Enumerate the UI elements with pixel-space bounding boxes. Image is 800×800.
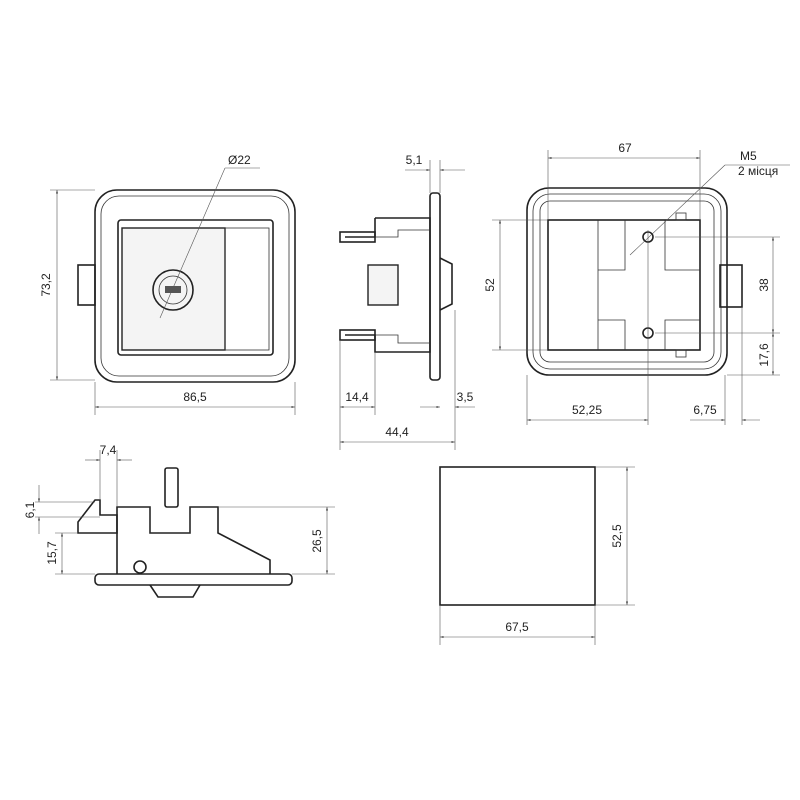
dim-pin: 14,4: [345, 390, 369, 404]
dim-right-offset: 6,75: [693, 403, 717, 417]
front-view: 73,2 86,5 Ø22: [39, 153, 296, 415]
dim-latch-offset: 15,7: [45, 541, 59, 565]
dim-hole-offset-bottom: 17,6: [757, 343, 771, 367]
dim-depth: 44,4: [385, 425, 409, 439]
dim-rear-height: 52: [483, 278, 497, 292]
dim-diameter: Ø22: [228, 153, 251, 167]
dim-rear-width: 67: [618, 141, 632, 155]
dim-body-height: 26,5: [310, 529, 324, 553]
rear-view: 67 M5 2 місця 52 38 17,6 52,25 6,75: [483, 141, 790, 425]
dim-hole-spacing: 38: [757, 278, 771, 292]
lock-cylinder-icon: [152, 269, 194, 311]
dim-latch-height: 6,1: [23, 501, 37, 518]
side-view: 5,1 14,4 3,5 44,4: [339, 153, 475, 450]
dim-front-width: 86,5: [183, 390, 207, 404]
dim-latch-width: 7,4: [100, 443, 117, 457]
dim-cutout-height: 52,5: [610, 524, 624, 548]
dim-front-height: 73,2: [39, 273, 53, 297]
dim-cutout-width: 67,5: [505, 620, 529, 634]
thread-count-label: 2 місця: [738, 164, 778, 178]
dim-hole-offset-left: 52,25: [572, 403, 602, 417]
dim-plate: 5,1: [406, 153, 423, 167]
thread-label: M5: [740, 149, 757, 163]
bottom-view: 7,4 6,1 15,7 26,5: [23, 443, 335, 598]
dim-knob: 3,5: [457, 390, 474, 404]
panel-cutout: 52,5 67,5: [439, 466, 635, 645]
